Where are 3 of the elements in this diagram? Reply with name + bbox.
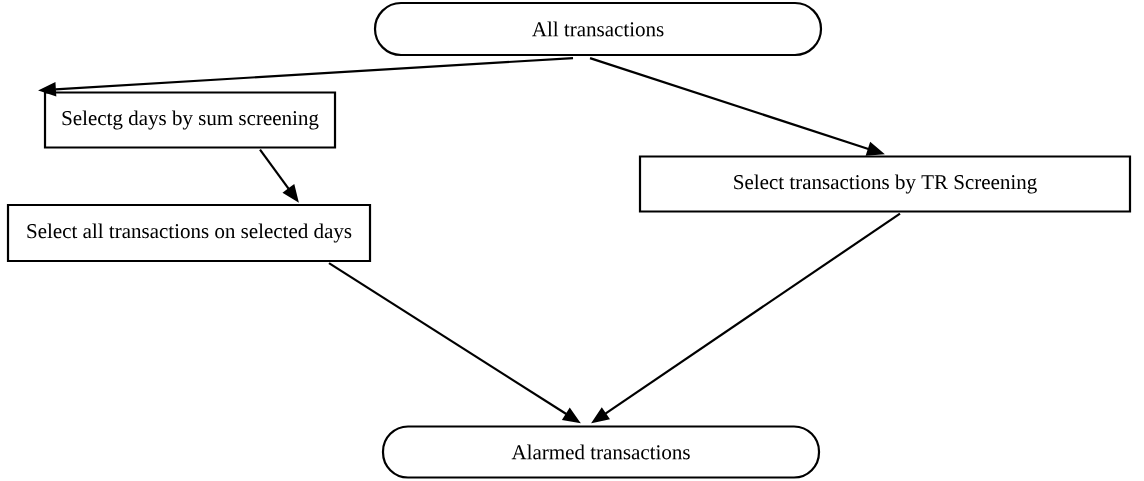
- process-box: Select transactions by TR Screening: [638, 155, 1132, 213]
- process-box: Select all transactions on selected days: [6, 203, 372, 263]
- process-box: Selectg days by sum screening: [43, 91, 337, 149]
